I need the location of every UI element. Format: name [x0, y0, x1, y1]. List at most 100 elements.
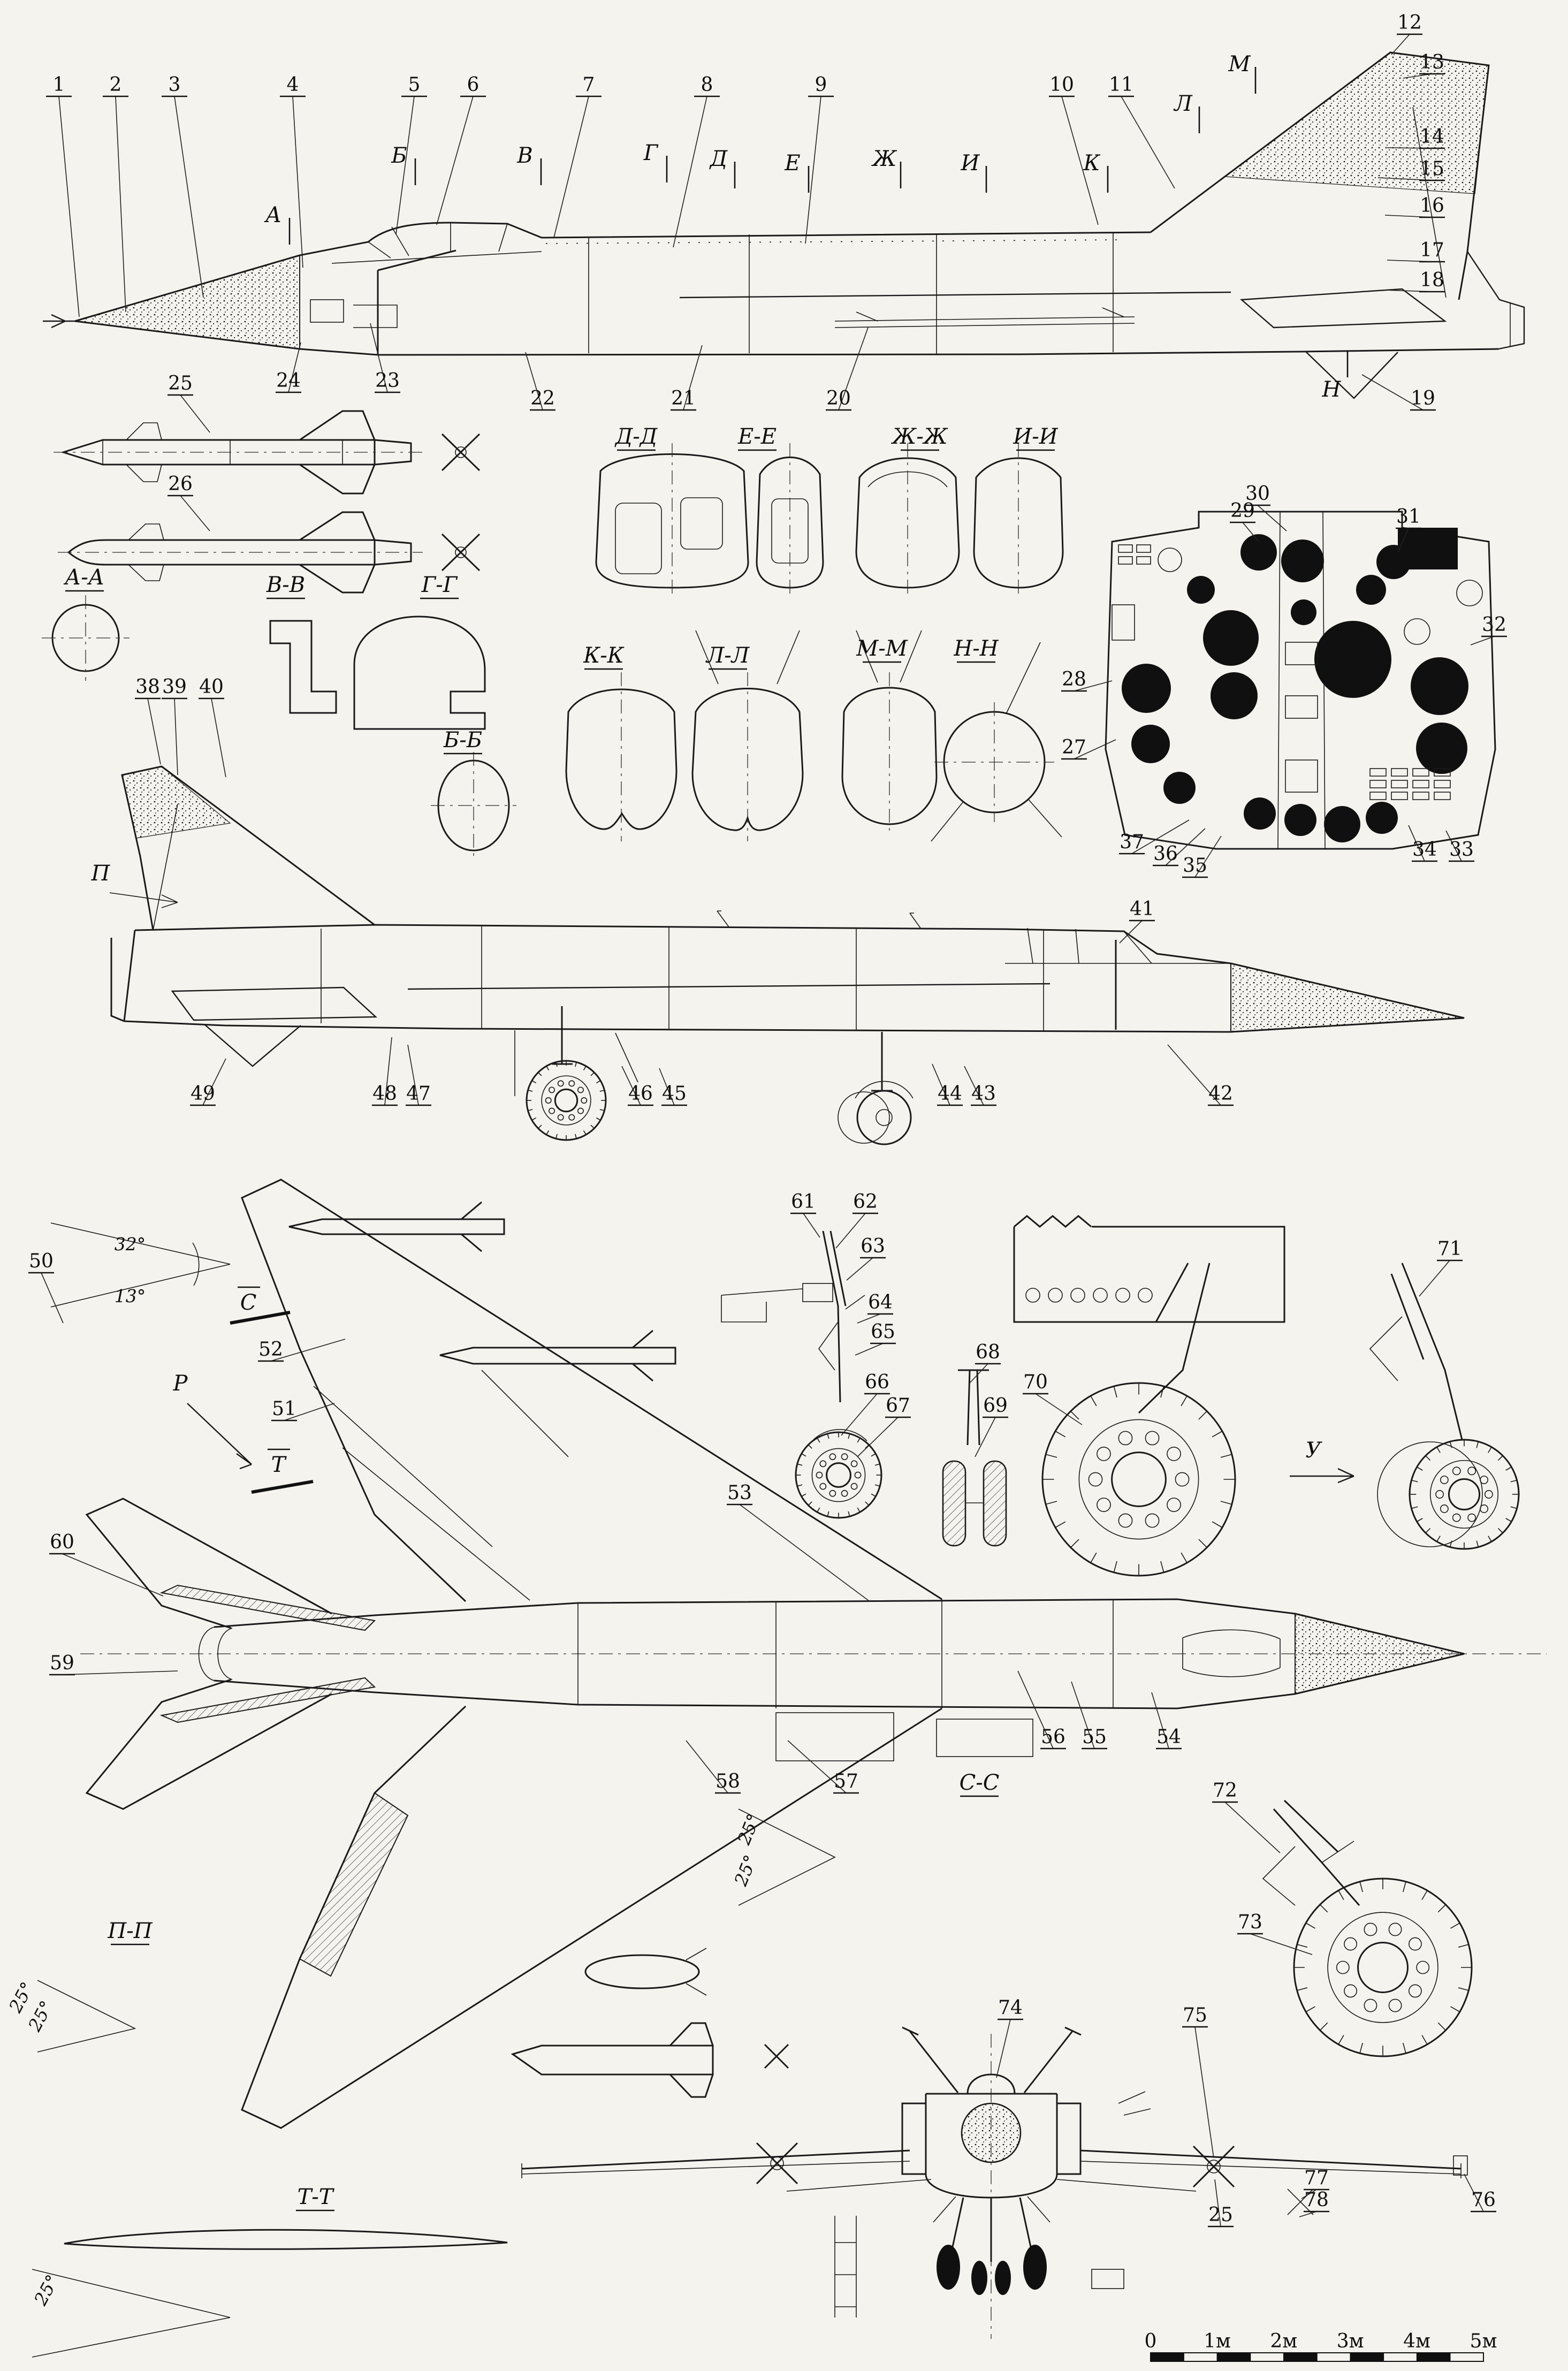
- callout-5: 5: [395, 74, 427, 235]
- svg-text:30: 30: [1245, 483, 1270, 505]
- callout-7: 7: [553, 74, 602, 238]
- svg-text:73: 73: [1238, 1911, 1262, 1933]
- callout-71: 71: [1419, 1238, 1463, 1297]
- svg-text:32°: 32°: [115, 1234, 146, 1255]
- svg-text:74: 74: [998, 1997, 1023, 2019]
- section-marker-С: С: [238, 1286, 260, 1315]
- svg-text:Н-Н: Н-Н: [953, 636, 999, 661]
- side-view-starboard: [43, 51, 1525, 399]
- callout-9: 9: [805, 74, 834, 244]
- section-marker-П: П: [91, 861, 111, 886]
- callout-11: 11: [1108, 74, 1175, 189]
- svg-text:В: В: [516, 143, 532, 168]
- callout-8: 8: [673, 74, 720, 248]
- svg-text:37: 37: [1120, 831, 1144, 853]
- callout-54: 54: [1151, 1692, 1182, 1750]
- svg-text:31: 31: [1396, 506, 1421, 528]
- svg-text:39: 39: [162, 676, 187, 698]
- section-label-Г-Г: Г-Г: [420, 573, 459, 599]
- wheel-set: [526, 1060, 1520, 2057]
- section-marker-Т: Т: [268, 1448, 290, 1477]
- section-label-С-С: С-С: [960, 1770, 999, 1797]
- svg-text:43: 43: [971, 1083, 996, 1105]
- section-label-Т-Т: Т-Т: [296, 2185, 335, 2212]
- svg-text:5м: 5м: [1470, 2330, 1497, 2352]
- callout-45: 45: [659, 1068, 687, 1106]
- callout-31: 31: [1396, 506, 1421, 553]
- callout-59: 59: [49, 1652, 178, 1676]
- callout-56: 56: [1017, 1670, 1066, 1750]
- svg-text:Г-Г: Г-Г: [421, 573, 458, 597]
- svg-text:78: 78: [1304, 2189, 1329, 2211]
- callout-26: 26: [168, 473, 210, 531]
- airfoil-sections: [32, 892, 508, 2358]
- svg-text:Е: Е: [784, 151, 800, 176]
- callout-10: 10: [1049, 74, 1099, 225]
- wheel: [526, 1060, 607, 1141]
- section-marker-Р: Р: [173, 1371, 188, 1396]
- svg-text:К-К: К-К: [583, 643, 624, 668]
- callout-66: 66: [841, 1371, 890, 1436]
- angle-label: 25°: [733, 1811, 764, 1848]
- callout-53: 53: [727, 1482, 870, 1602]
- callout-58: 58: [686, 1740, 741, 1794]
- section-marker-К: К: [1083, 151, 1109, 193]
- callout-6: 6: [436, 74, 486, 225]
- svg-text:2: 2: [110, 74, 122, 96]
- callout-61: 61: [790, 1191, 820, 1238]
- svg-text:1: 1: [53, 74, 65, 96]
- callout-35: 35: [1182, 835, 1222, 878]
- angle-label: 25°: [29, 2271, 63, 2309]
- section-label-А-А: А-А: [63, 565, 104, 592]
- svg-text:У: У: [1306, 1438, 1323, 1463]
- svg-text:11: 11: [1109, 74, 1133, 96]
- svg-text:63: 63: [861, 1235, 885, 1257]
- svg-text:Н: Н: [1322, 377, 1342, 402]
- callout-30: 30: [1245, 483, 1287, 531]
- callout-43: 43: [964, 1066, 996, 1106]
- section-label-П-П: П-П: [107, 1919, 153, 1946]
- svg-text:П-П: П-П: [107, 1919, 153, 1943]
- instrument-panel: [1105, 511, 1496, 850]
- section-marker-У: У: [1306, 1438, 1323, 1463]
- svg-text:15: 15: [1420, 158, 1444, 180]
- svg-text:44: 44: [938, 1083, 962, 1105]
- callout-28: 28: [1061, 668, 1113, 692]
- svg-text:12: 12: [1397, 12, 1422, 34]
- svg-text:Т: Т: [271, 1453, 287, 1477]
- callout-68: 68: [969, 1341, 1001, 1384]
- callout-75: 75: [1182, 2004, 1214, 2159]
- svg-text:10: 10: [1049, 74, 1074, 96]
- callout-42: 42: [1167, 1044, 1234, 1106]
- svg-text:И: И: [961, 151, 980, 176]
- callout-29: 29: [1230, 500, 1259, 542]
- svg-text:70: 70: [1023, 1371, 1048, 1393]
- front-view: [521, 2026, 1468, 2339]
- svg-text:6: 6: [467, 74, 479, 96]
- callout-41: 41: [1119, 898, 1155, 944]
- callout-46: 46: [621, 1066, 653, 1106]
- svg-text:М: М: [1228, 52, 1251, 77]
- callout-12: 12: [1391, 12, 1422, 55]
- svg-text:П: П: [91, 861, 111, 886]
- svg-text:62: 62: [853, 1191, 878, 1213]
- svg-text:25°: 25°: [733, 1811, 764, 1848]
- svg-text:28: 28: [1062, 668, 1086, 690]
- svg-text:46: 46: [628, 1083, 653, 1105]
- svg-text:42: 42: [1208, 1083, 1233, 1105]
- callout-17: 17: [1387, 239, 1445, 263]
- svg-text:68: 68: [976, 1341, 1000, 1363]
- svg-text:55: 55: [1082, 1726, 1107, 1748]
- svg-text:А: А: [264, 203, 281, 227]
- svg-text:65: 65: [871, 1321, 895, 1343]
- svg-text:59: 59: [50, 1652, 74, 1674]
- callout-19: 19: [1361, 374, 1436, 411]
- angle-label: 13°: [115, 1286, 146, 1306]
- svg-text:58: 58: [716, 1770, 740, 1792]
- callout-14: 14: [1387, 126, 1445, 149]
- svg-text:57: 57: [834, 1770, 858, 1792]
- callout-52: 52: [258, 1339, 346, 1362]
- svg-text:67: 67: [886, 1395, 910, 1417]
- svg-text:54: 54: [1156, 1726, 1181, 1748]
